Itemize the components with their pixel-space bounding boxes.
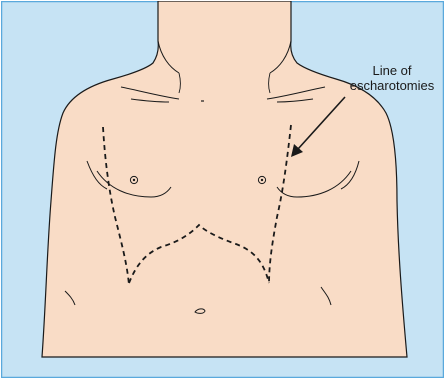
callout-label: Line of escharotomies bbox=[347, 63, 437, 93]
callout-label-line-1: Line of bbox=[347, 63, 437, 78]
callout-label-line-2: escharotomies bbox=[347, 78, 437, 93]
